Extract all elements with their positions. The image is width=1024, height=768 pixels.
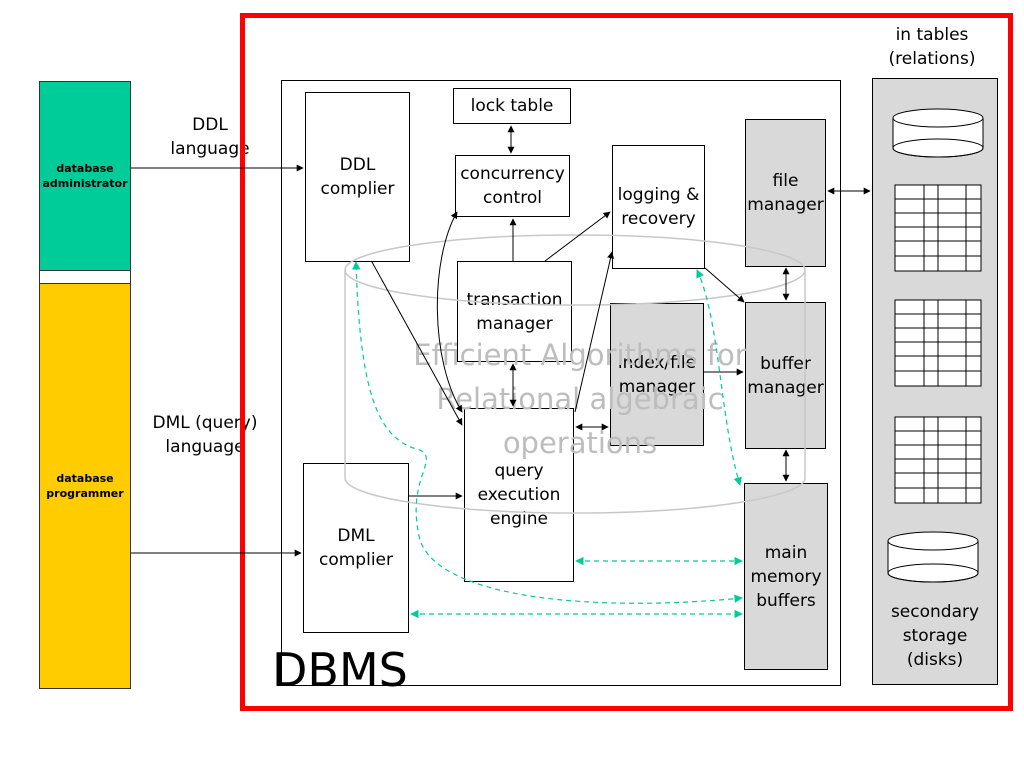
dbms-panel [281,80,841,686]
database-administrator-role: database administrator [39,81,131,271]
txn-logging-arrow [544,211,611,262]
main-memory-buffers-box: main memory buffers [744,483,828,670]
relation-table-3-icon [894,416,982,504]
ddl-language-label: DDL language [170,115,250,159]
main-memory-buffers-label: main memory buffers [750,542,822,611]
secondary-storage-label: secondary storage (disks) [890,602,980,670]
role-divider [39,271,131,283]
memory-ddl-dashed-arrow [352,261,743,604]
logging-recovery-box: logging & recovery [612,145,705,269]
ddl-query-arrow [371,261,463,426]
in-tables-label: in tables (relations) [888,25,976,69]
concurrency-control-label: concurrency control [460,164,565,208]
disk-cylinder-top-icon [892,108,984,158]
file-manager-box: file manager [745,119,826,267]
dbms-title: DBMS [272,643,408,697]
file-manager-label: file manager [747,171,824,215]
dbms-boundary-frame [240,13,1013,711]
logging-memory-dashed-arrow [696,269,742,486]
algorithms-cylinder [344,234,806,514]
logging-recovery-label: logging & recovery [617,185,700,229]
lock-table-label: lock table [470,96,554,116]
database-programmer-role: database programmer [39,283,131,689]
ddl-compiler-label: DDL complier [320,155,395,199]
relation-table-1-icon [894,184,982,272]
lock-table-box: lock table [453,88,571,124]
buffer-manager-box: buffer manager [745,302,826,449]
disk-cylinder-bottom-icon [887,531,979,583]
relation-table-2-icon [894,299,982,387]
concurrency-control-box: concurrency control [455,155,570,217]
query-logging-arrow [574,251,614,413]
